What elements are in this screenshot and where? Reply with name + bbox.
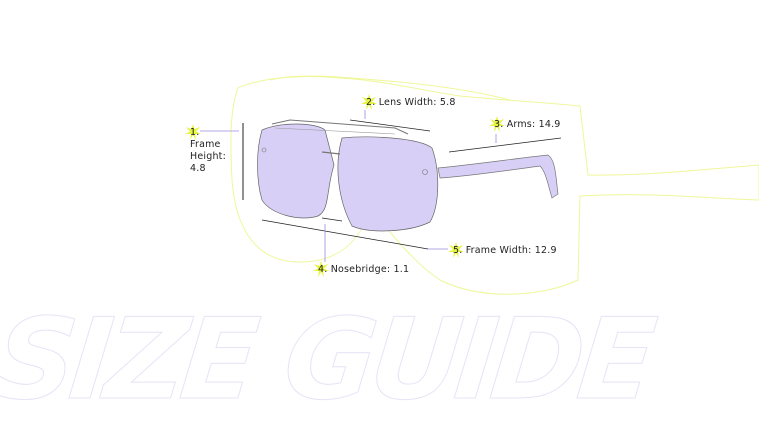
measurement-frame-height: 1. Frame Height: 4.8 [185, 124, 230, 175]
starburst-icon [448, 242, 464, 258]
starburst-icon [313, 261, 329, 277]
right-lens [337, 136, 439, 232]
left-lens [257, 123, 335, 219]
arm [437, 154, 559, 199]
starburst-icon [185, 124, 201, 140]
starburst-icon [361, 94, 377, 110]
starburst-icon [489, 116, 505, 132]
measurement-frame-width: 5. Frame Width: 12.9 [448, 242, 557, 258]
measurement-nosebridge: 4. Nosebridge: 1.1 [313, 261, 409, 277]
measurement-arms: 3. Arms: 14.9 [489, 116, 561, 132]
measurement-lens-width: 2. Lens Width: 5.8 [361, 94, 456, 110]
sunglasses-illustration [200, 75, 759, 295]
